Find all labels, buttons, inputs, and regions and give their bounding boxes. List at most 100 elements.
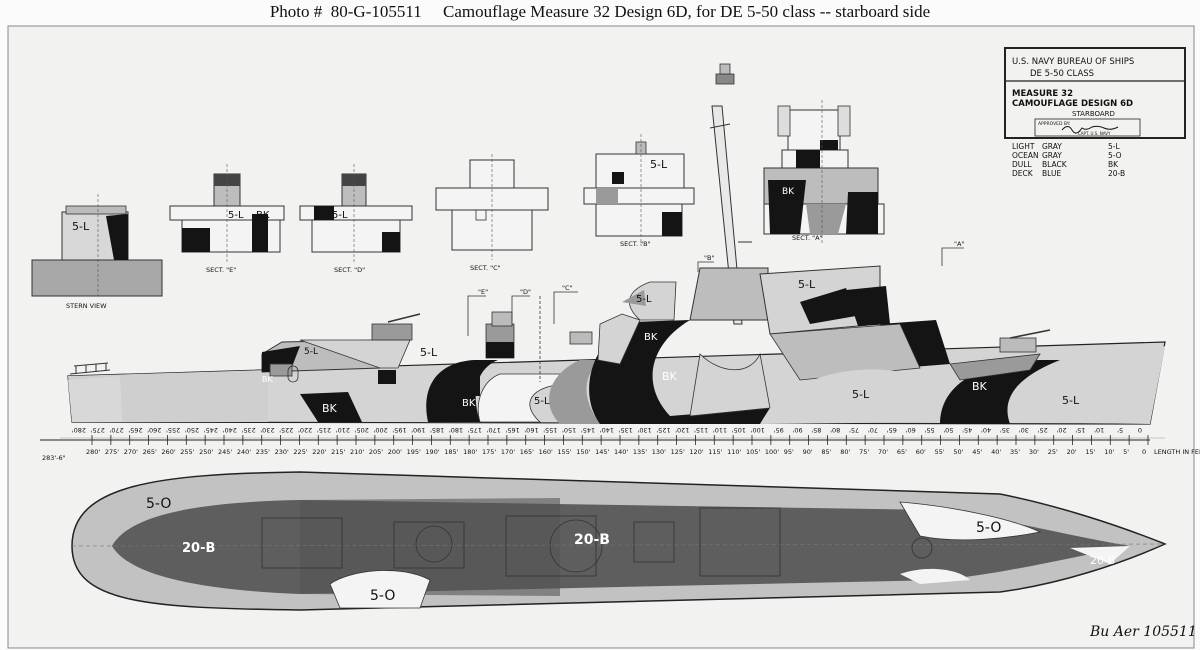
stern-view: 5-L STERN VIEW bbox=[31, 194, 163, 310]
scale-tick-label: 240' bbox=[237, 448, 251, 456]
scale-tick-label: 235' bbox=[256, 448, 270, 456]
scale-tick-label-inverted: 225' bbox=[279, 426, 293, 434]
scale-tick-label-inverted: 90' bbox=[792, 426, 802, 434]
legend-code-1: 5-O bbox=[1108, 151, 1122, 160]
scale-tick-label-inverted: 150' bbox=[562, 426, 576, 434]
sect-b-caption: SECT. "B" bbox=[620, 240, 651, 248]
section-d: 5-L SECT. "D" bbox=[299, 164, 413, 274]
title-line5: STARBOARD bbox=[1072, 110, 1115, 118]
legend-name-3: DECK bbox=[1012, 169, 1034, 178]
approval-signature bbox=[1061, 125, 1119, 134]
scale-tick-label-inverted: 110' bbox=[713, 426, 727, 434]
scale-tick-label-inverted: 185' bbox=[430, 426, 444, 434]
marker-a: "A" bbox=[954, 240, 964, 248]
hull-label-bk-aft: BK bbox=[322, 402, 338, 415]
scale-tick-label: 135' bbox=[633, 448, 647, 456]
scale-tick-label-inverted: 175' bbox=[468, 426, 482, 434]
scale-tick-label-inverted: 215' bbox=[317, 426, 331, 434]
scale-tick-label: 260' bbox=[161, 448, 175, 456]
sect-d-label-5l: 5-L bbox=[332, 210, 348, 221]
scale-tick-label: 45' bbox=[972, 448, 982, 456]
scale-tick-label-inverted: 165' bbox=[505, 426, 519, 434]
sect-e-label-5l: 5-L bbox=[228, 210, 244, 221]
marker-e: "E" bbox=[478, 288, 488, 296]
marker-d: "D" bbox=[520, 288, 531, 296]
scale-tick-label: 0 bbox=[1142, 448, 1146, 456]
scale-tick-label: 255' bbox=[180, 448, 194, 456]
legend-code-3: 20-B bbox=[1108, 169, 1125, 178]
scale-tick-label-inverted: 200' bbox=[373, 426, 387, 434]
scale-tick-label: 210' bbox=[350, 448, 364, 456]
scale-tick-label-inverted: 65' bbox=[887, 426, 897, 434]
scale-tick-label: 145' bbox=[595, 448, 609, 456]
section-b: 5-L SECT. "B" bbox=[583, 134, 695, 248]
scale-tick-label-inverted: 280' bbox=[72, 426, 86, 434]
section-a: BK SECT. "A" bbox=[763, 100, 885, 244]
scale-tick-label-inverted: 25' bbox=[1037, 426, 1047, 434]
negative-signature: Bu Aer 105511 bbox=[1089, 624, 1197, 640]
scale-tick-label: 215' bbox=[331, 448, 345, 456]
scale-tick-label-inverted: 55' bbox=[924, 426, 934, 434]
scale-tick-label: 120' bbox=[689, 448, 703, 456]
scale-tick-label: 110' bbox=[727, 448, 741, 456]
scale-tick-label-inverted: 120' bbox=[675, 426, 689, 434]
scale-tick-label-inverted: 210' bbox=[336, 426, 350, 434]
scale-tick-label: 65' bbox=[897, 448, 907, 456]
scale-tick-label-inverted: 220' bbox=[298, 426, 312, 434]
scale-tick-label: 180' bbox=[463, 448, 477, 456]
scale-tick-label-inverted: 50' bbox=[943, 426, 953, 434]
scale-tick-label-inverted: 70' bbox=[868, 426, 878, 434]
scale-tick-label: 35' bbox=[1010, 448, 1020, 456]
hull-label-bk-mid3: BK bbox=[662, 370, 678, 383]
scale-tick-label-inverted: 190' bbox=[411, 426, 425, 434]
scale-tick-label-inverted: 35' bbox=[1000, 426, 1010, 434]
legend-color-3: BLUE bbox=[1042, 169, 1061, 178]
legend-color-2: BLACK bbox=[1042, 160, 1068, 169]
scale-tick-label: 230' bbox=[275, 448, 289, 456]
scale-tick-label-inverted: 130' bbox=[637, 426, 651, 434]
scale-tick-label: 70' bbox=[878, 448, 888, 456]
scale-tick-label-inverted: 10' bbox=[1094, 426, 1104, 434]
marker-b: "B" bbox=[704, 254, 714, 262]
scale-tick-label-inverted: 250' bbox=[185, 426, 199, 434]
scale-tick-label: 95' bbox=[784, 448, 794, 456]
scale-tick-label-inverted: 170' bbox=[486, 426, 500, 434]
scale-tick-label: 140' bbox=[614, 448, 628, 456]
scale-tick-label: 125' bbox=[671, 448, 685, 456]
scale-tick-label-inverted: 5' bbox=[1117, 426, 1123, 434]
scale-tick-label: 130' bbox=[652, 448, 666, 456]
sect-e-label-bk: BK bbox=[256, 210, 270, 221]
stern-view-caption: STERN VIEW bbox=[66, 302, 107, 310]
sect-e-caption: SECT. "E" bbox=[206, 266, 236, 274]
sect-d-caption: SECT. "D" bbox=[334, 266, 365, 274]
hull-label-5l-funnel: 5-L bbox=[636, 294, 652, 305]
hull-label-5l-fwd1: 5-L bbox=[852, 388, 870, 401]
scale-tick-label-inverted: 275' bbox=[90, 426, 104, 434]
scale-tick-label-inverted: 20' bbox=[1056, 426, 1066, 434]
scale-tick-label-inverted: 125' bbox=[656, 426, 670, 434]
sect-b-label-5l: 5-L bbox=[650, 158, 668, 171]
scale-tick-label: 155' bbox=[557, 448, 571, 456]
scale-tick-label: 80' bbox=[840, 448, 850, 456]
scale-tick-label-inverted: 105' bbox=[732, 426, 746, 434]
section-e: 5-L BK SECT. "E" bbox=[169, 164, 285, 274]
scale-tick-label: 220' bbox=[312, 448, 326, 456]
deck-label-5o-aft: 5-O bbox=[146, 496, 171, 512]
scale-tick-label: 115' bbox=[708, 448, 722, 456]
hull-label-bk-house: BK bbox=[262, 375, 273, 384]
deck-label-20b-mid: 20-B bbox=[574, 532, 610, 548]
scale-tick-label: 170' bbox=[501, 448, 515, 456]
hull-label-5l-aft: 5-L bbox=[420, 346, 438, 359]
deck-label-5o-fwd: 5-O bbox=[976, 520, 1001, 536]
scale-tick-label-inverted: 270' bbox=[109, 426, 123, 434]
scale-tick-label: 150' bbox=[576, 448, 590, 456]
scale-tick-label-inverted: 260' bbox=[147, 426, 161, 434]
title-block: U.S. NAVY BUREAU OF SHIPS DE 5-50 CLASS … bbox=[1004, 47, 1186, 178]
scale-tick-label: 55' bbox=[935, 448, 945, 456]
scale-tick-label-inverted: 235' bbox=[241, 426, 255, 434]
legend-name-0: LIGHT bbox=[1012, 142, 1035, 151]
scale-tick-label-inverted: 100' bbox=[750, 426, 764, 434]
scale-tick-label: 270' bbox=[124, 448, 138, 456]
scale-tick-label: 30' bbox=[1029, 448, 1039, 456]
camouflage-drawing: U.S. NAVY BUREAU OF SHIPS DE 5-50 CLASS … bbox=[7, 25, 1200, 649]
